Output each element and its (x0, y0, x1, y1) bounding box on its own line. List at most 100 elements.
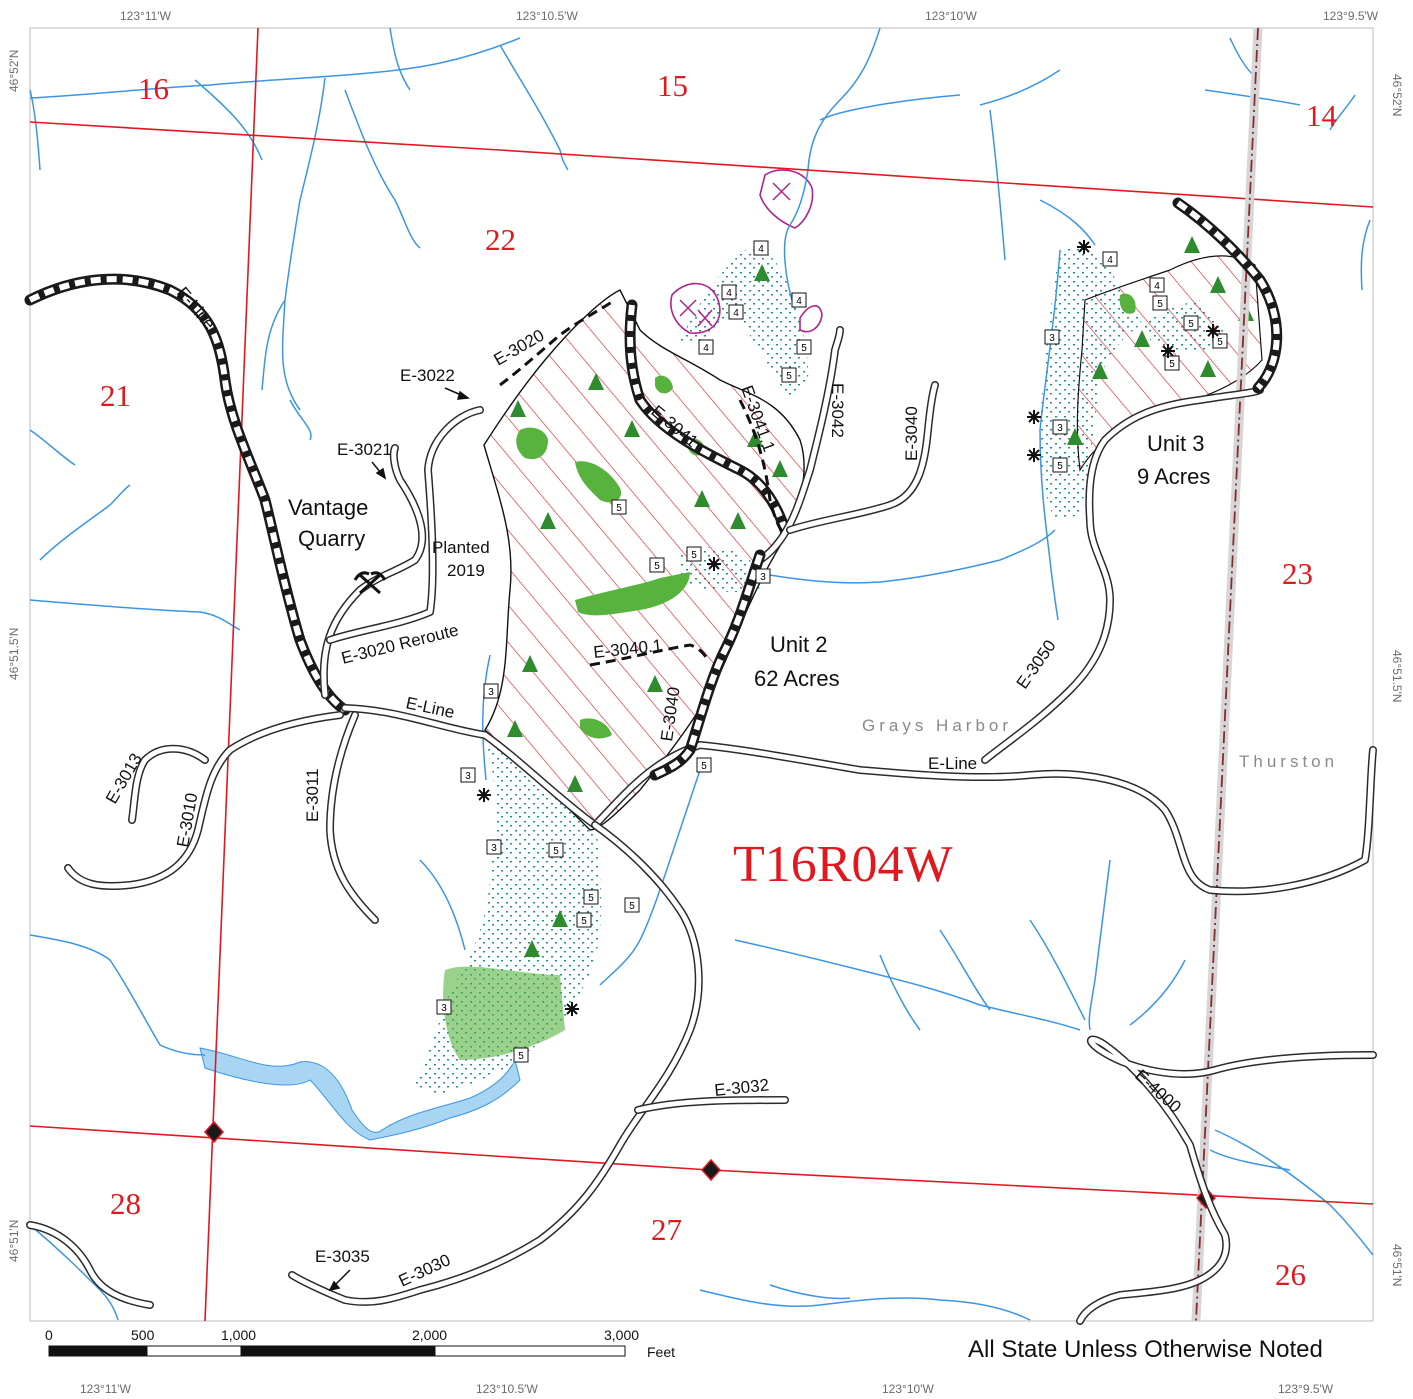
corner-marker (700, 1158, 722, 1182)
stream (599, 769, 701, 986)
svg-text:5: 5 (701, 761, 707, 772)
stream (1088, 859, 1111, 1031)
seep-icon (707, 557, 721, 571)
scale-bar: 0 500 1,000 2,000 3,000 Feet (45, 1327, 675, 1360)
stream (29, 1224, 119, 1321)
stream (989, 109, 1006, 261)
coord-top-1: 123°11'W (120, 9, 172, 23)
unit3-name: Unit 3 (1147, 431, 1204, 456)
road-fill (635, 1097, 788, 1113)
tree-icon (754, 264, 770, 281)
road-fill (757, 327, 843, 563)
scale-seg (146, 1345, 242, 1357)
svg-text:3: 3 (488, 687, 494, 698)
tree-icon (1134, 330, 1150, 347)
stream-type-marker: 3 (483, 683, 499, 699)
road-e3032 (634, 1096, 789, 1114)
svg-text:4: 4 (758, 244, 764, 255)
road-fill (787, 382, 938, 533)
seep-symbols (477, 240, 1220, 1016)
stream-type-marker: 4 (791, 292, 807, 308)
tree-icon (588, 373, 604, 390)
tree-icon (730, 512, 746, 529)
coord-top-3: 123°10'W (925, 9, 977, 23)
feature-labels: Vantage Quarry Planted 2019 Unit 2 62 Ac… (288, 431, 1338, 771)
road-label-e3021: E-3021 (337, 440, 392, 459)
svg-text:4: 4 (796, 296, 802, 307)
tree-icon (694, 490, 710, 507)
seep-icon (477, 788, 491, 802)
road-e3020-proposed (499, 298, 616, 387)
township-label: T16R04W (733, 836, 953, 893)
section-number: 15 (657, 68, 688, 103)
scale-tick-label: 3,000 (604, 1327, 639, 1343)
planted-label-line2: 2019 (447, 561, 485, 580)
stream (289, 399, 312, 441)
tree-icon (1184, 236, 1200, 253)
stream-type-marker: 3 (1052, 419, 1068, 435)
road-label-e3040-north: E-3040 (902, 406, 921, 461)
leave-patch-7 (1119, 293, 1136, 314)
leave-patch-2 (575, 461, 622, 503)
svg-text:3: 3 (1057, 423, 1063, 434)
road-fill (1077, 1037, 1376, 1324)
road-fill (321, 445, 425, 698)
stream-type-marker: 5 (796, 339, 812, 355)
scale-tick-label: 0 (45, 1327, 53, 1343)
road-e3041-1-proposed (738, 399, 787, 537)
section-lines (29, 27, 1374, 1322)
stream (389, 27, 411, 91)
quarry-label-line1: Vantage (288, 495, 368, 520)
coord-bottom-4: 123°9.5'W (1278, 1382, 1334, 1396)
scale-tick-label: 500 (131, 1327, 155, 1343)
stream (734, 939, 1081, 1031)
road-sw-stub (26, 1221, 154, 1309)
road-fill (1176, 200, 1280, 391)
scale-seg (240, 1345, 436, 1357)
road-e4000 (1076, 1035, 1377, 1325)
coord-right-3: 46°51'N (1390, 1244, 1404, 1286)
tree-icon (772, 460, 788, 477)
svg-text:5: 5 (654, 561, 660, 572)
coord-top-4: 123°9.5'W (1323, 9, 1379, 23)
road-e3042 (756, 326, 844, 564)
road-fill (327, 712, 378, 923)
stream (29, 934, 206, 1056)
road-fill (28, 276, 347, 713)
stream-type-marker: 5 (649, 557, 665, 573)
tree-icon (1200, 360, 1216, 377)
svg-text:3: 3 (465, 771, 471, 782)
road-fill (653, 554, 763, 778)
svg-text:5: 5 (1169, 359, 1175, 370)
section-number: 21 (100, 378, 131, 413)
coord-left-3: 46°51'N (7, 1220, 21, 1262)
rock-pits (670, 169, 823, 334)
svg-text:5: 5 (553, 846, 559, 857)
svg-text:5: 5 (1157, 299, 1163, 310)
stream (699, 1289, 1031, 1321)
road-e3041 (624, 299, 791, 536)
rock-pit-north (759, 169, 814, 229)
seep-icon (1027, 448, 1041, 462)
road-fill (129, 746, 208, 823)
road-unit3-loop (1172, 197, 1283, 394)
svg-text:4: 4 (703, 343, 709, 354)
scale-seg (48, 1345, 148, 1357)
road-e3040-east (786, 381, 939, 534)
stream (39, 484, 131, 561)
stream (819, 94, 961, 121)
road-fill (342, 705, 1376, 894)
county-label-east: Thurston (1239, 752, 1338, 771)
svg-text:3: 3 (491, 843, 497, 854)
stream-type-marker: 5 (696, 757, 712, 773)
rock-pit-west (670, 282, 721, 334)
tree-icon (567, 775, 583, 792)
road-fill (289, 822, 702, 1305)
quarry-label-line2: Quarry (298, 526, 365, 551)
county-line (1195, 27, 1259, 1322)
stream-type-marker: 3 (436, 999, 452, 1015)
road-south-trunk (288, 821, 703, 1306)
stream-type-marker: 3 (460, 767, 476, 783)
scale-unit: Feet (647, 1344, 675, 1360)
tree-icon (510, 400, 526, 417)
